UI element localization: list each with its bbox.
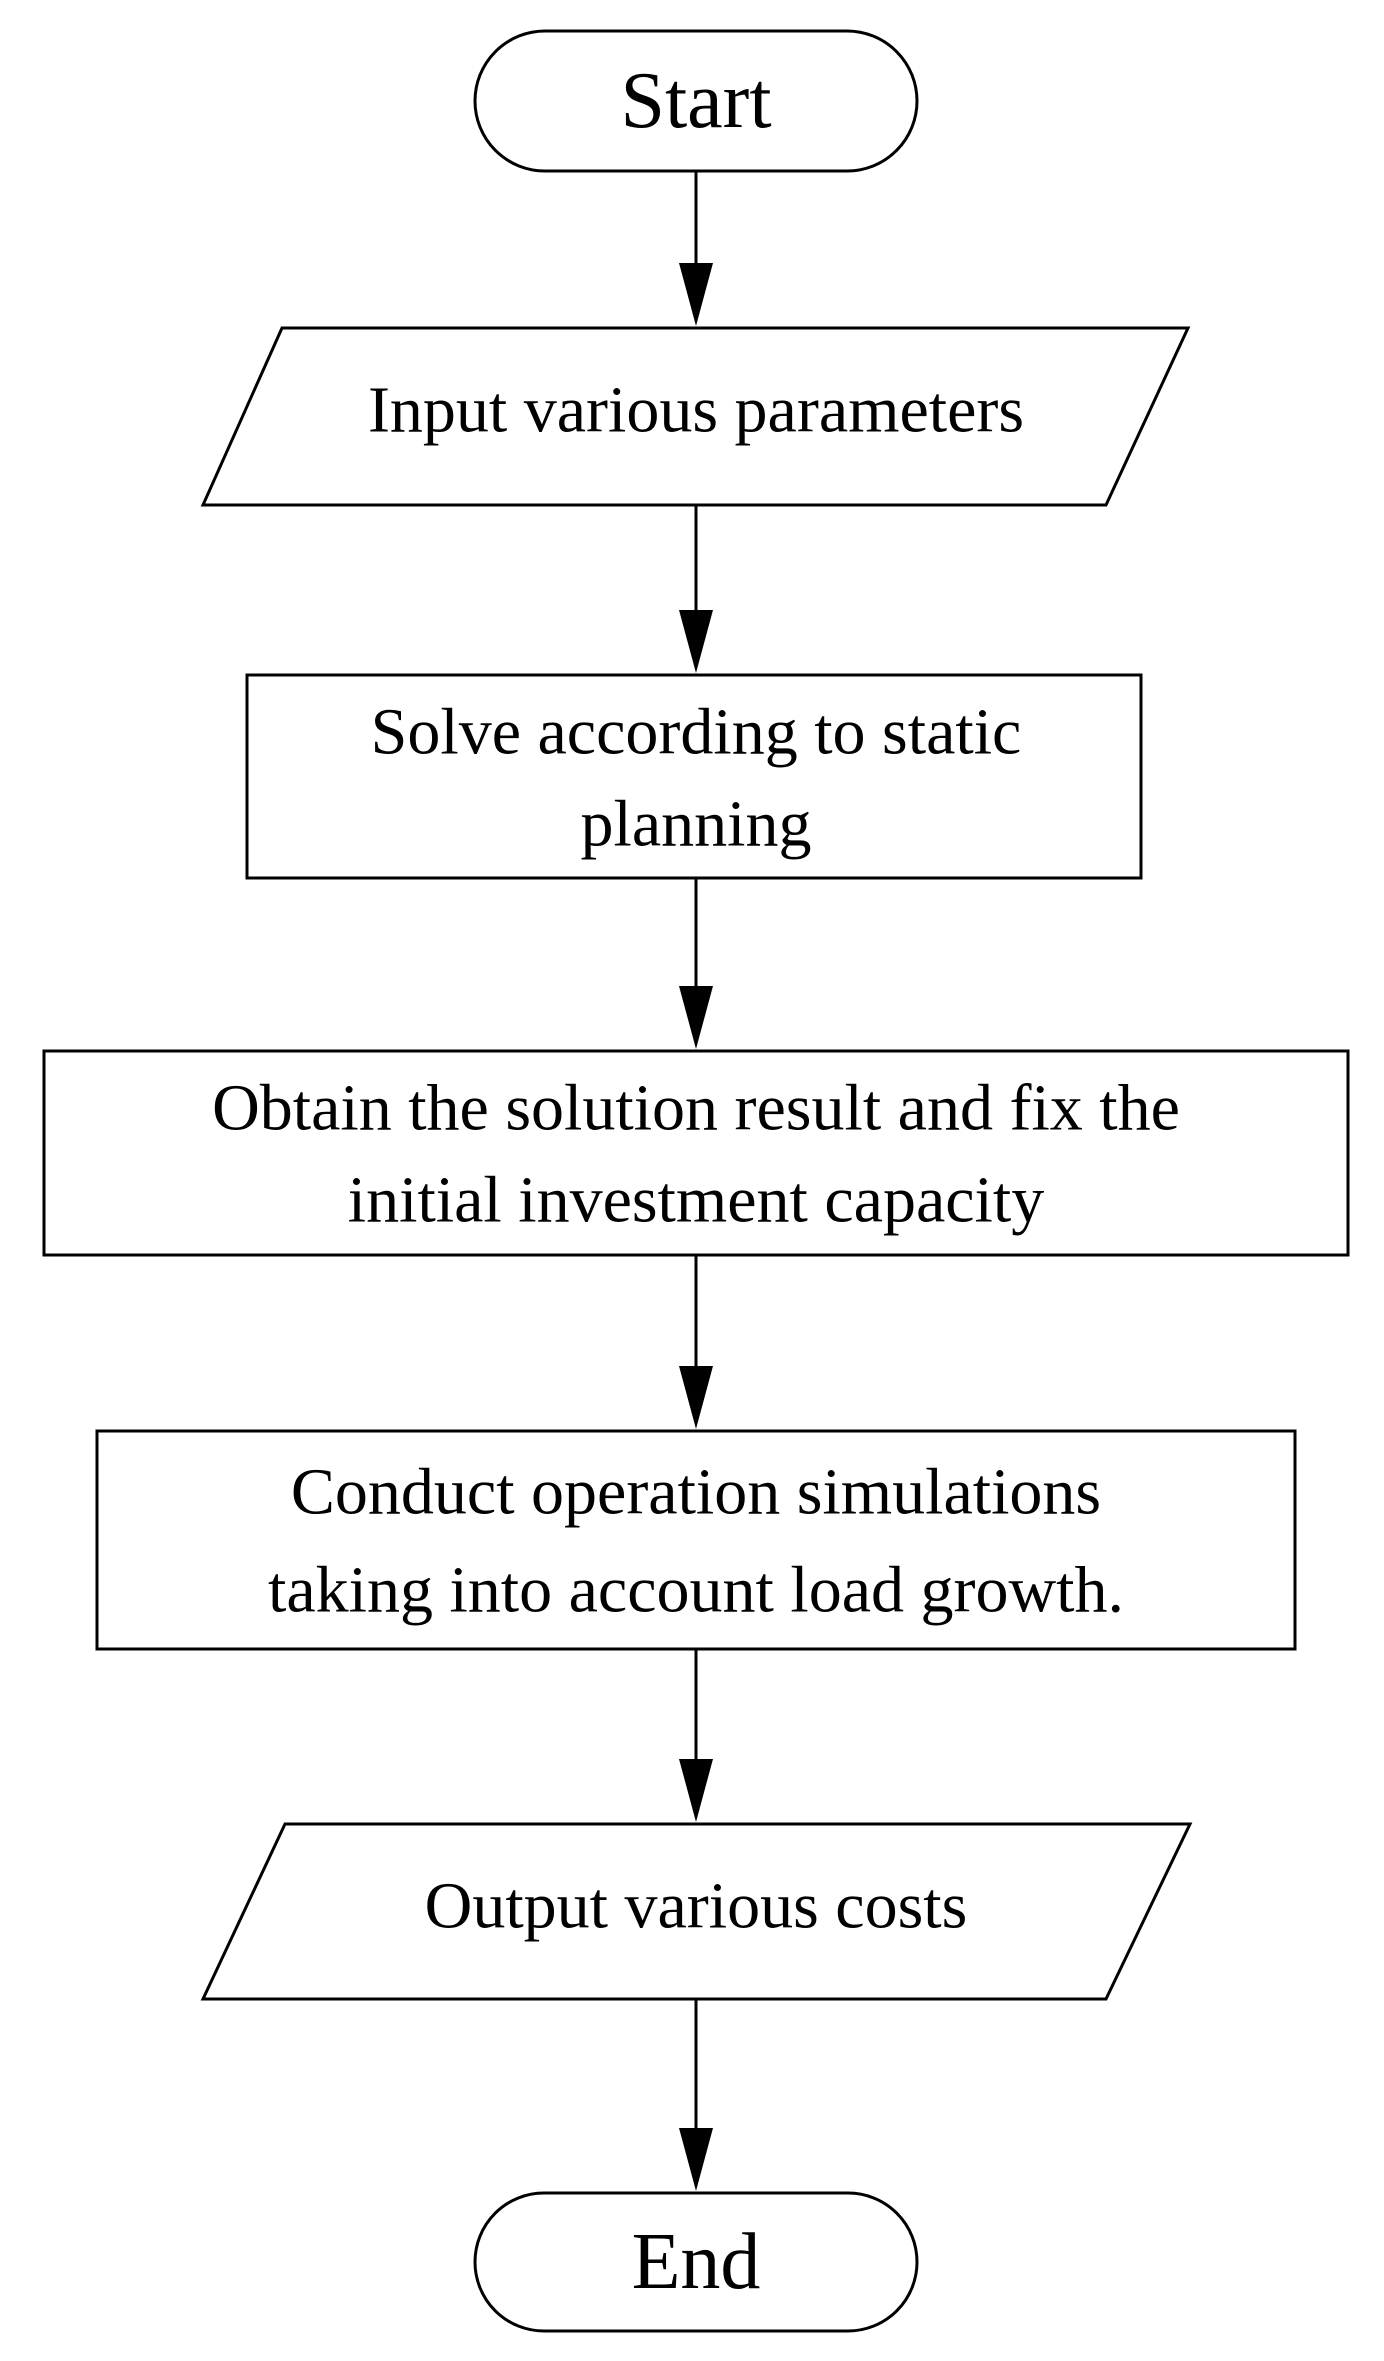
conduct-process-shape — [95, 1429, 1297, 1651]
arrow-output-to-end — [679, 1999, 713, 2191]
conduct-node: Conduct operation simulations taking int… — [95, 1429, 1297, 1651]
arrow-obtain-to-conduct — [679, 1255, 713, 1429]
solve-label-line2: planning — [581, 788, 812, 861]
arrow-conduct-to-output — [679, 1649, 713, 1822]
arrow-input-to-solve — [679, 505, 713, 673]
output-node: Output various costs — [200, 1822, 1193, 2001]
input-label: Input various parameters — [368, 374, 1024, 447]
solve-label-line1: Solve according to static — [371, 696, 1022, 769]
conduct-label-line1: Conduct operation simulations — [291, 1456, 1101, 1529]
end-label: End — [632, 2218, 761, 2306]
arrow-solve-to-obtain — [679, 878, 713, 1049]
arrowhead — [679, 1759, 713, 1822]
input-parallelogram-shape — [200, 326, 1191, 507]
output-parallelogram-shape — [200, 1822, 1193, 2001]
start-label: Start — [620, 57, 771, 145]
arrowhead — [679, 986, 713, 1049]
arrowhead — [679, 2128, 713, 2191]
solve-node: Solve according to static planning — [245, 673, 1143, 880]
arrow-start-to-input — [679, 171, 713, 326]
output-label: Output various costs — [425, 1870, 968, 1943]
solve-process-shape — [245, 673, 1143, 880]
obtain-label-line2: initial investment capacity — [348, 1164, 1044, 1237]
arrowhead — [679, 610, 713, 673]
arrowhead — [679, 1366, 713, 1429]
input-node: Input various parameters — [200, 326, 1191, 507]
start-node: Start — [473, 29, 919, 173]
arrowhead — [679, 263, 713, 326]
obtain-node: Obtain the solution result and fix the i… — [42, 1049, 1350, 1257]
obtain-process-shape — [42, 1049, 1350, 1257]
obtain-label-line1: Obtain the solution result and fix the — [212, 1072, 1180, 1145]
end-terminal-shape — [473, 2191, 919, 2333]
end-node: End — [473, 2191, 919, 2333]
conduct-label-line2: taking into account load growth. — [268, 1554, 1124, 1627]
